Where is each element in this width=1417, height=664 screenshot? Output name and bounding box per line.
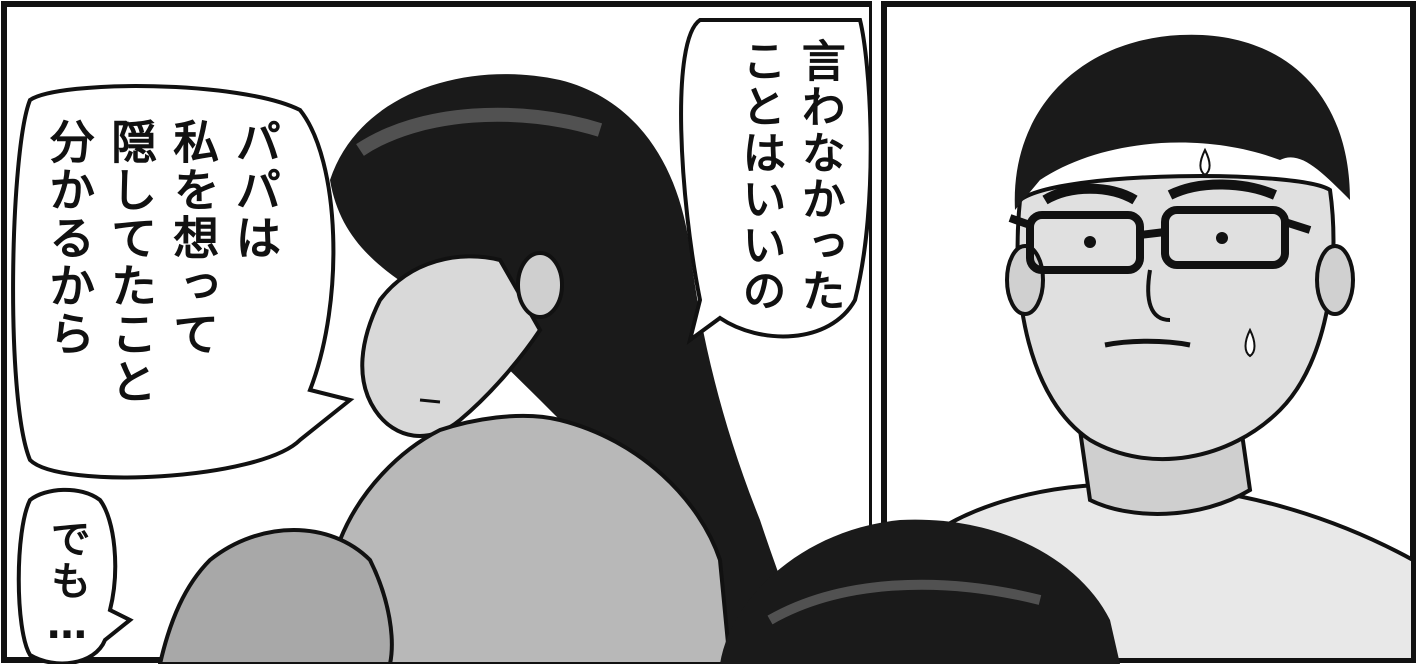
girl-clothes	[334, 413, 733, 664]
speech-text-left: パパは 私を想って 隠してたこと 分かるから	[42, 118, 283, 406]
left-panel	[1, 1, 875, 664]
girl-head-foreground	[720, 519, 1120, 664]
man-face	[1015, 174, 1336, 461]
speech-bubble-right	[679, 18, 873, 345]
girl-face	[360, 254, 543, 438]
speech-text-right: 言わなかった ことはいいの	[734, 38, 845, 314]
speech-text-small: でも…	[44, 518, 90, 650]
speech-bubble-left	[11, 84, 355, 480]
girl-arm	[157, 528, 394, 664]
right-panel	[720, 1, 1416, 664]
speech-bubble-small	[16, 487, 134, 664]
glasses	[1008, 206, 1312, 274]
man-hair	[1014, 34, 1350, 210]
